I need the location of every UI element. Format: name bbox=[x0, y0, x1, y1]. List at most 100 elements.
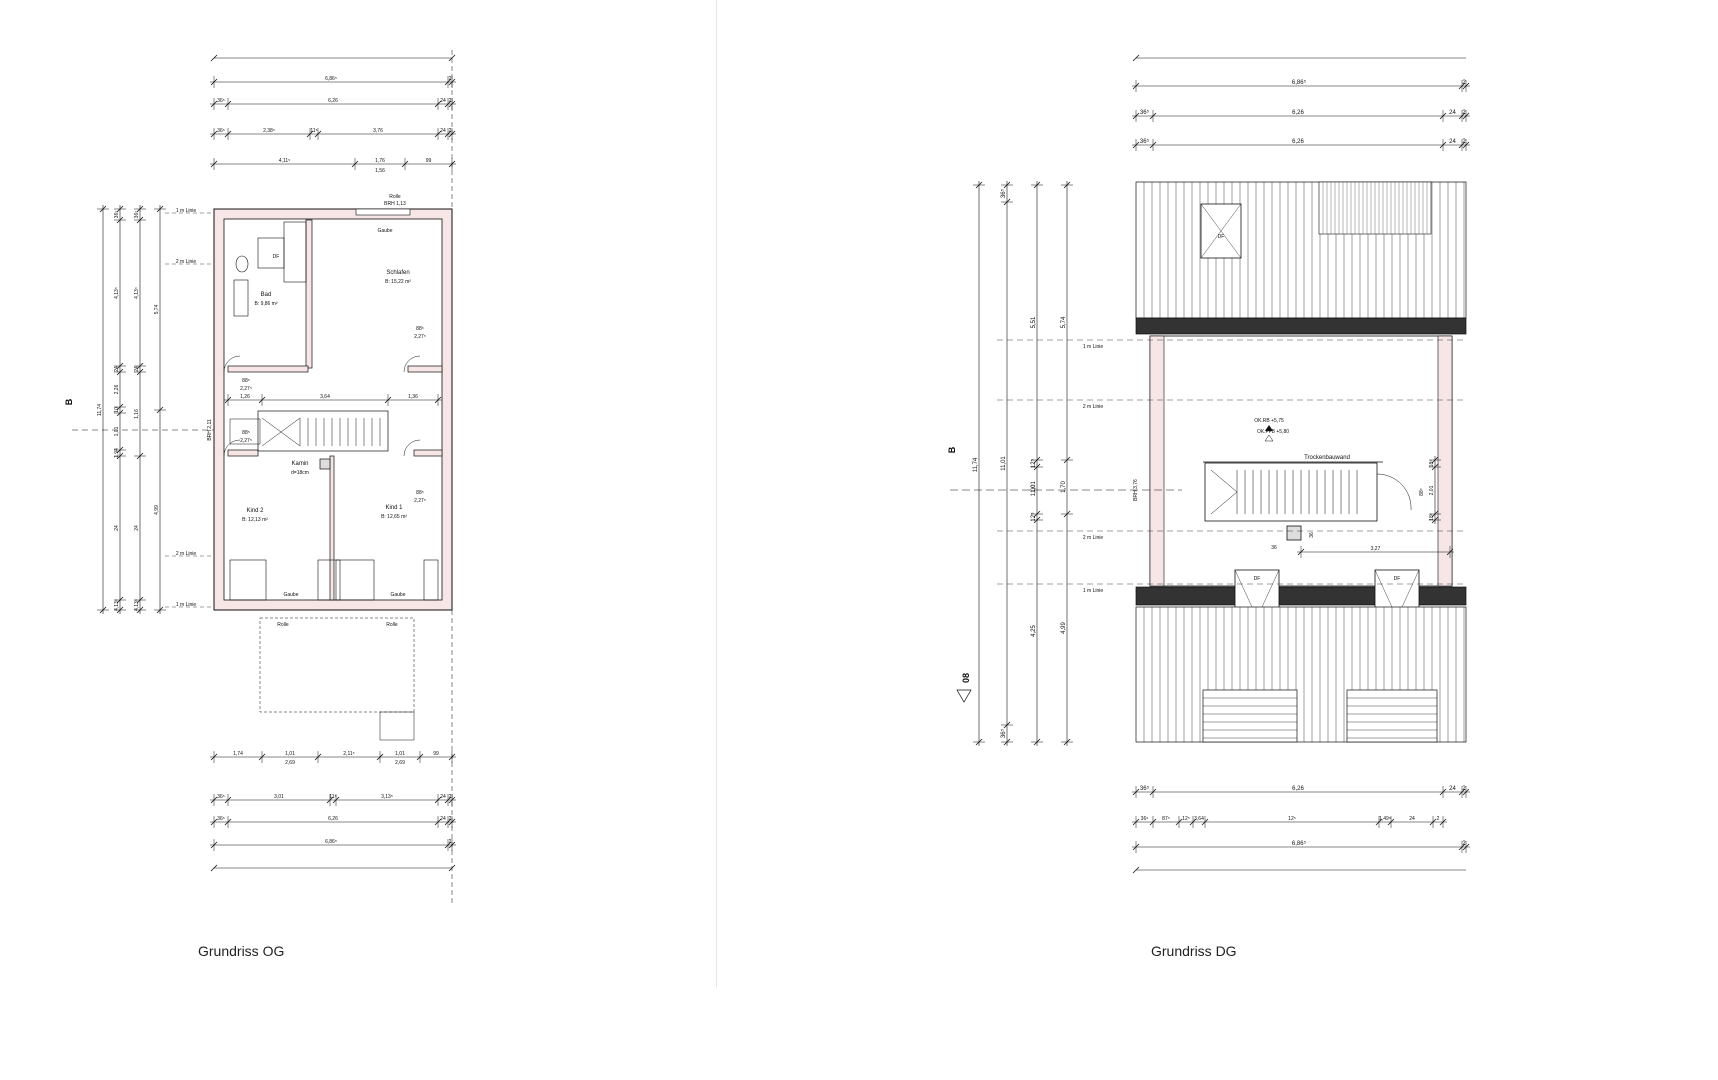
dg-df-label: DF bbox=[1254, 576, 1261, 582]
dg-stair-diag bbox=[1210, 491, 1238, 515]
og-gaube-label: Gaube bbox=[377, 228, 392, 234]
dim-tick bbox=[210, 54, 218, 62]
dg-drywall-label: Trockenbauwand bbox=[1304, 455, 1350, 461]
dg-dim-top-1-label: 2 bbox=[1462, 80, 1466, 86]
dg-dim-stair-label: 88⁵ bbox=[1419, 488, 1425, 496]
og-room-name: Kind 1 bbox=[385, 505, 403, 511]
og-door-dim: 2,27⁵ bbox=[414, 498, 426, 504]
dg-df-label: DF bbox=[1218, 234, 1225, 240]
dg-dim-bot-2-label: 12⁵ bbox=[1288, 816, 1296, 822]
og-dim-bot-3-label: 24 bbox=[440, 816, 446, 822]
dg-dim-top-2-label: 36⁵ bbox=[1140, 109, 1150, 116]
dg-dim-chimney-label: 3,27 bbox=[1371, 546, 1381, 552]
og-wall-hall-right bbox=[407, 365, 443, 373]
og-dim-bot-4-label: 2 bbox=[449, 839, 452, 845]
og-wall-kids-split bbox=[329, 455, 335, 601]
og-dim-bot-4-label: 6,86⁵ bbox=[325, 839, 337, 845]
dg-dim-left-3-label: 1,01 bbox=[1031, 481, 1037, 493]
og-dim-left-2-label: 2,26 bbox=[114, 384, 120, 394]
og-door-dim: 88⁵ bbox=[242, 430, 250, 436]
og-dim-top-2-label: 2 bbox=[449, 98, 452, 104]
dg-dim-bot-1-label: 2 bbox=[1462, 786, 1466, 792]
og-wall-kid-right bbox=[413, 449, 443, 457]
og-dim-bot-1-label: 1,01 bbox=[395, 751, 405, 757]
og-wall-kid-left bbox=[227, 449, 259, 457]
dg-dim-bot-2-label: 12⁵ bbox=[1182, 816, 1190, 822]
og-room-name: Bad bbox=[261, 292, 272, 298]
dg-dim-left-3-label: 12⁵ bbox=[1030, 458, 1037, 468]
og-dim-left-2-label: 36⁵ bbox=[114, 211, 120, 219]
dg-dim-top-2-label: 6,26 bbox=[1292, 110, 1304, 116]
og-dim-bot-2-label: 36⁵ bbox=[217, 794, 225, 800]
og-dim-bot-2-label: 3,13⁵ bbox=[381, 794, 393, 800]
og-window-3 bbox=[423, 559, 439, 601]
dg-dim-left-2-label: 36⁵ bbox=[1000, 188, 1007, 198]
og-dim-left-2-label: 1,94 bbox=[114, 448, 120, 458]
og-dim-left-total: 11,74 bbox=[97, 404, 103, 416]
dg-brh-side: BRH 3,76 bbox=[1133, 479, 1139, 501]
og-window-0 bbox=[229, 559, 267, 601]
og-dim-top-1-label: 6,86⁵ bbox=[325, 76, 337, 82]
dg-ok-label: OK.FFB +5,80 bbox=[1257, 429, 1289, 435]
og-meter-label-1: 2 m Linie bbox=[176, 259, 197, 265]
dg-dim-bot-2-label: 36⁵ bbox=[1141, 816, 1149, 822]
og-stair bbox=[257, 410, 389, 452]
og-dim-top-2-label: 6,26 bbox=[328, 98, 338, 104]
dg-dim-stair-label: 18⁵ bbox=[1429, 460, 1435, 468]
og-dim-bot-3-label: 6,26 bbox=[328, 816, 338, 822]
og-dim-inner-label: 3,64 bbox=[320, 394, 330, 400]
og-brh-side: BRH 2,11 bbox=[207, 419, 213, 441]
og-meter-label-0: 1 m Linie bbox=[176, 208, 197, 214]
dg-wall-right bbox=[1437, 335, 1453, 587]
og-dim-left-2-label: 24 bbox=[114, 525, 120, 531]
og-dim-left-3-label: 4,13⁵ bbox=[134, 287, 140, 299]
dg-dormer-box-2 bbox=[1346, 689, 1438, 743]
og-dim-bot-3-label: 36⁵ bbox=[217, 816, 225, 822]
og-washbasin bbox=[233, 279, 249, 317]
dg-ok-marker bbox=[1265, 425, 1273, 431]
dg-dim-bot-2-label: 87⁵ bbox=[1162, 816, 1170, 822]
og-dim-bot-3-label: 2 bbox=[449, 816, 452, 822]
og-door-dim: 88⁵ bbox=[416, 326, 424, 332]
og-roll-label: Rolle bbox=[277, 622, 289, 628]
og-dim-left-2-label: 1,01 bbox=[114, 426, 120, 436]
og-dim-left-3-label: 24 bbox=[134, 366, 140, 372]
og-window-1 bbox=[317, 559, 341, 601]
og-meter-label-2: 2 m Linie bbox=[176, 551, 197, 557]
og-dim-top-4-label: 4,11⁵ bbox=[279, 158, 290, 164]
og-room-name: Kind 2 bbox=[246, 508, 264, 514]
og-dim-bot-1-label: 2,11⁵ bbox=[343, 751, 354, 757]
og-terrace bbox=[259, 617, 415, 713]
og-dim-top-2-label: 24 bbox=[440, 98, 446, 104]
dg-door-swing bbox=[1376, 473, 1412, 511]
og-room-name: Schlafen bbox=[386, 270, 409, 276]
dg-dim-bot-2-label: 2 bbox=[1437, 816, 1440, 822]
dg-dim-bot-1-label: 6,26 bbox=[1292, 786, 1304, 792]
og-door-swing-3 bbox=[403, 439, 421, 457]
og-door-dim: 2,27⁵ bbox=[240, 438, 252, 444]
og-shower bbox=[257, 237, 285, 269]
og-dim-left-2-label: 4,13⁵ bbox=[114, 599, 120, 611]
dg-level-label: 08 bbox=[961, 673, 971, 683]
dg-section-marker: B bbox=[947, 446, 957, 453]
og-dim-bot-1-label: 1,74 bbox=[233, 751, 243, 757]
og-terrace-steps bbox=[379, 711, 415, 741]
og-wall-bath-bottom bbox=[227, 365, 309, 373]
dg-meter-label-2: 2 m Linie bbox=[1083, 535, 1104, 541]
og-gaube-label: Gaube bbox=[283, 592, 298, 598]
dg-dim-bot-1-label: 24 bbox=[1449, 786, 1456, 792]
og-stair-landing bbox=[229, 418, 261, 445]
og-dim-top-4-label: 1,56 bbox=[375, 168, 385, 174]
og-dim-bot-1-label: 2,69 bbox=[285, 760, 295, 766]
og-room-area: B: 12,13 m² bbox=[242, 517, 268, 523]
og-chimney bbox=[319, 458, 331, 470]
dg-dim-top-1-label: 6,86⁵ bbox=[1292, 79, 1307, 86]
og-dim-left-3-label: 4,13⁵ bbox=[134, 599, 140, 611]
dg-wall-left bbox=[1149, 335, 1165, 587]
og-dim-top-2-label: 36⁵ bbox=[217, 98, 225, 104]
og-door-dim: 2,27⁵ bbox=[414, 334, 426, 340]
og-dim-left-2-label: 4,13⁵ bbox=[114, 287, 120, 299]
og-dim-bot-2-label: 2 bbox=[449, 794, 452, 800]
